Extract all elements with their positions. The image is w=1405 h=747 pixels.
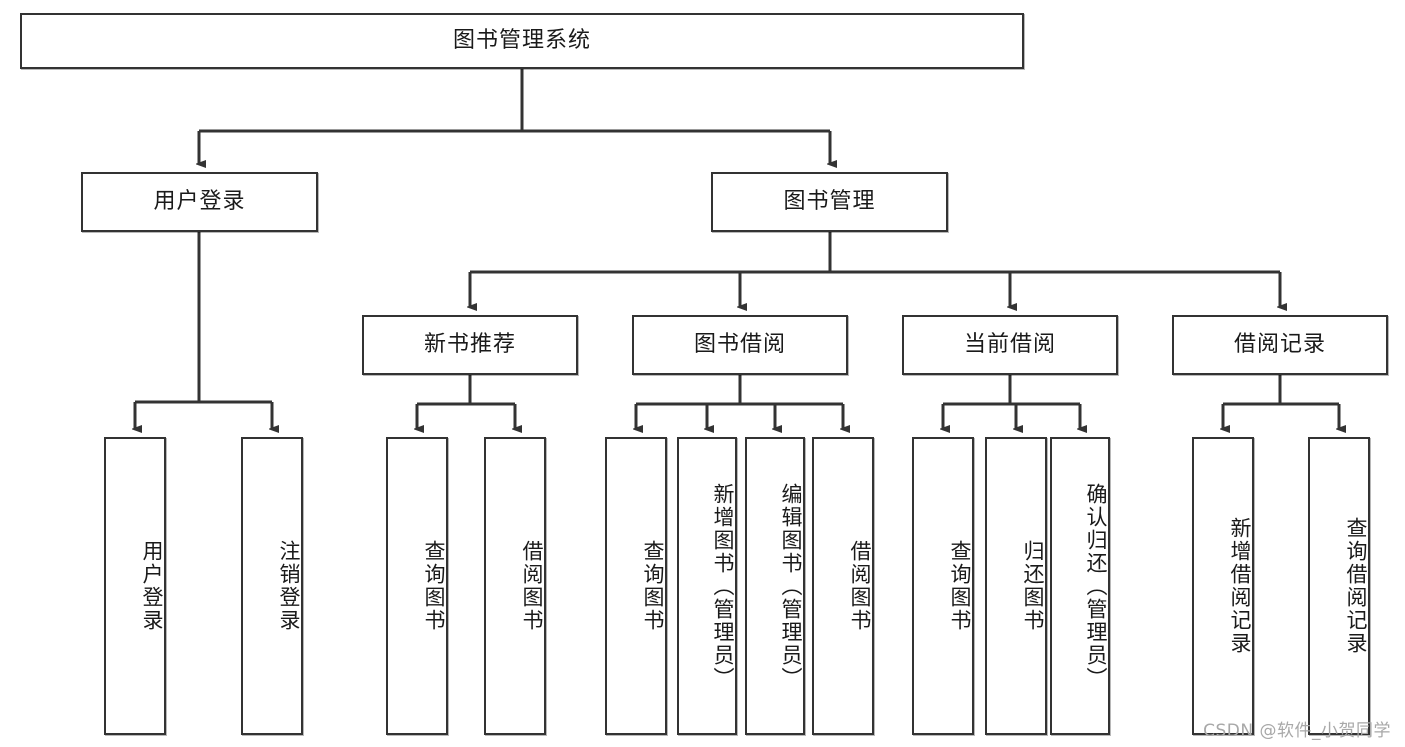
- leaf-query-book-new-recommend[interactable]: 查询图书: [386, 437, 448, 735]
- leaf-logout[interactable]: 注销登录: [241, 437, 303, 735]
- leaf-query-book-new-recommend-label: 查询图书: [422, 540, 446, 632]
- leaf-query-borrow-record-label: 查询借阅记录: [1344, 517, 1368, 655]
- leaf-add-borrow-record-label: 新增借阅记录: [1228, 517, 1252, 655]
- node-current-borrow[interactable]: 当前借阅: [902, 315, 1118, 375]
- leaf-user-login-label: 用户登录: [140, 540, 164, 632]
- leaf-query-borrow-record[interactable]: 查询借阅记录: [1308, 437, 1370, 735]
- leaf-edit-book-admin[interactable]: 编辑图书（管理员）: [745, 437, 805, 735]
- leaf-borrow-book-new-recommend-label: 借阅图书: [520, 540, 544, 632]
- node-root[interactable]: 图书管理系统: [20, 13, 1024, 69]
- leaf-logout-label: 注销登录: [277, 540, 301, 632]
- node-borrow-records[interactable]: 借阅记录: [1172, 315, 1388, 375]
- leaf-borrow-book-new-recommend[interactable]: 借阅图书: [484, 437, 546, 735]
- leaf-query-book-borrow-label: 查询图书: [641, 540, 665, 632]
- leaf-confirm-return-admin[interactable]: 确认归还（管理员）: [1050, 437, 1110, 735]
- leaf-add-borrow-record[interactable]: 新增借阅记录: [1192, 437, 1254, 735]
- leaf-borrow-book-borrow-label: 借阅图书: [848, 540, 872, 632]
- leaf-borrow-book-borrow[interactable]: 借阅图书: [812, 437, 874, 735]
- node-new-book-recommend-label: 新书推荐: [423, 331, 516, 357]
- leaf-edit-book-admin-label: 编辑图书（管理员）: [779, 482, 803, 690]
- node-book-management-label: 图书管理: [783, 188, 876, 214]
- node-user-login-label: 用户登录: [153, 188, 246, 214]
- leaf-user-login[interactable]: 用户登录: [104, 437, 166, 735]
- node-borrow-records-label: 借阅记录: [1233, 331, 1326, 357]
- node-user-login[interactable]: 用户登录: [81, 172, 318, 232]
- node-root-label: 图书管理系统: [452, 27, 591, 53]
- leaf-confirm-return-admin-label: 确认归还（管理员）: [1084, 482, 1108, 690]
- node-book-borrow-label: 图书借阅: [693, 331, 786, 357]
- leaf-add-book-admin-label: 新增图书（管理员）: [711, 482, 735, 690]
- leaf-return-book[interactable]: 归还图书: [985, 437, 1047, 735]
- leaf-query-book-current[interactable]: 查询图书: [912, 437, 974, 735]
- leaf-return-book-label: 归还图书: [1021, 540, 1045, 632]
- node-current-borrow-label: 当前借阅: [963, 331, 1056, 357]
- leaf-add-book-admin[interactable]: 新增图书（管理员）: [677, 437, 737, 735]
- node-new-book-recommend[interactable]: 新书推荐: [362, 315, 578, 375]
- leaf-query-book-current-label: 查询图书: [948, 540, 972, 632]
- node-book-borrow[interactable]: 图书借阅: [632, 315, 848, 375]
- leaf-query-book-borrow[interactable]: 查询图书: [605, 437, 667, 735]
- node-book-management[interactable]: 图书管理: [711, 172, 948, 232]
